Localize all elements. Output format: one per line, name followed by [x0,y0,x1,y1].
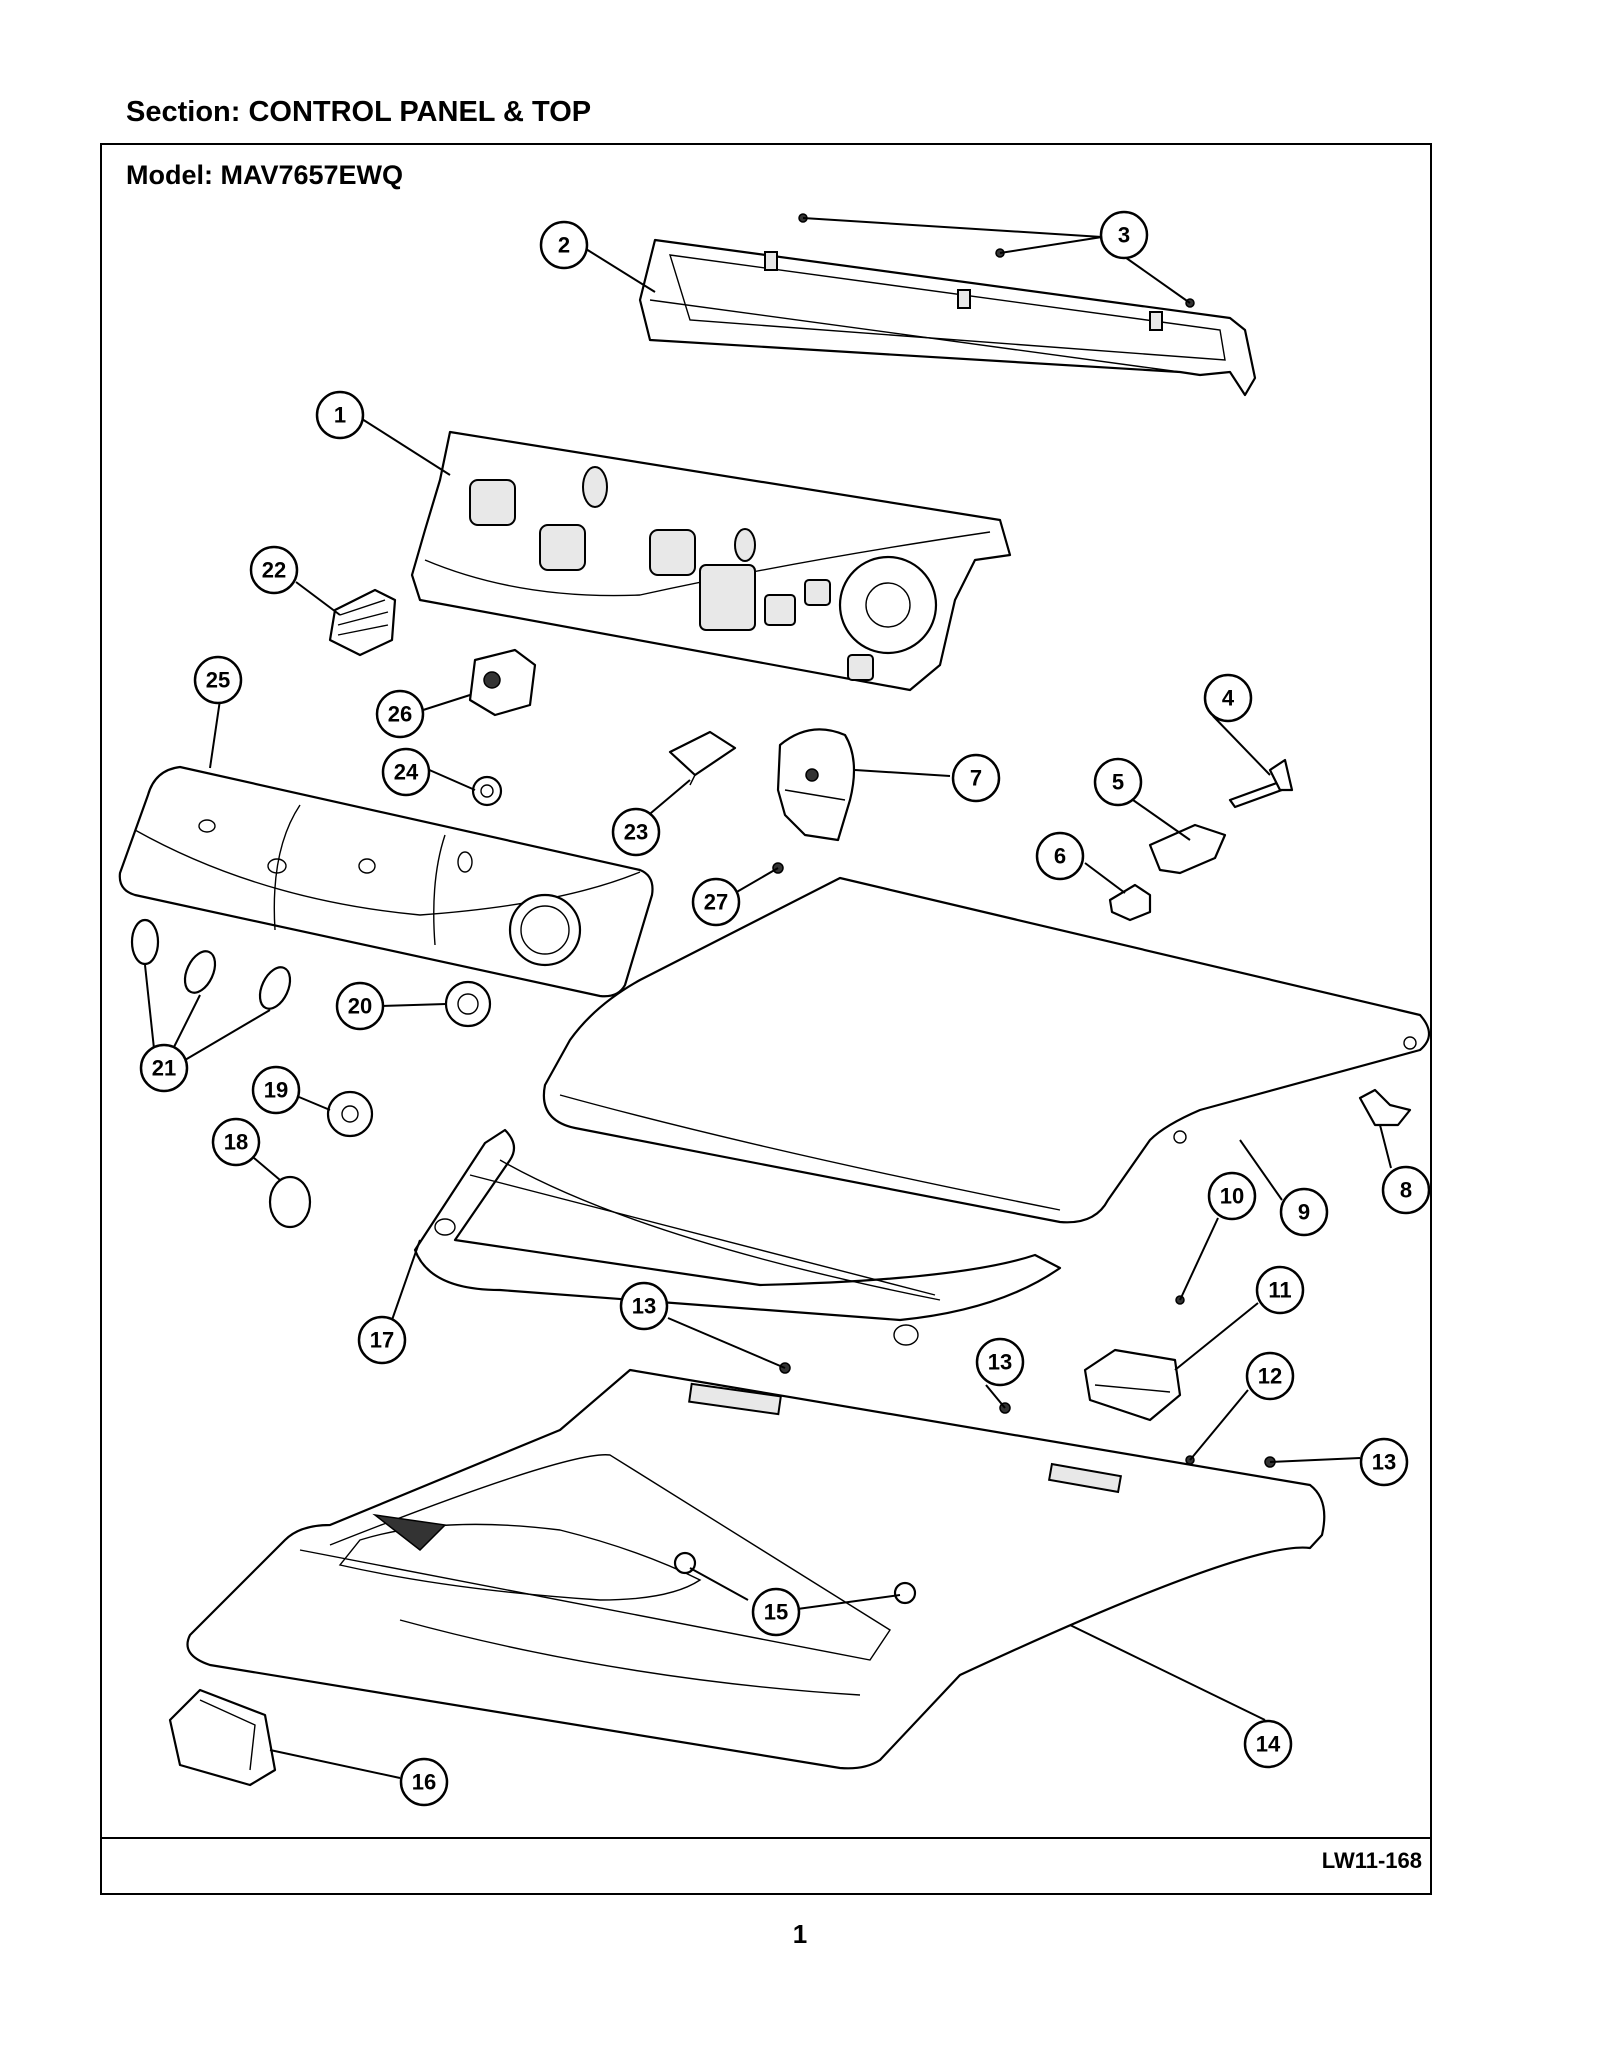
diagram-code: LW11-168 [1321,1848,1422,1873]
diagram-frame [100,143,1432,1895]
callout-14: 14 [1243,1719,1293,1769]
part-21-knobs [130,918,292,1010]
callout-13: 13 [975,1337,1025,1387]
part-26-switch-module [468,648,537,717]
svg-text:1: 1 [334,403,346,428]
callout-1: 1 [315,390,365,440]
callout-5: 5 [1093,757,1143,807]
svg-text:26: 26 [388,702,412,727]
callout-16: 16 [399,1757,449,1807]
svg-text:15: 15 [764,1600,788,1625]
part-6-lid-strike [1108,883,1152,922]
svg-text:20: 20 [348,994,372,1019]
part-14-top-cover [186,1368,1326,1770]
callout-27: 27 [691,877,741,927]
model-title: Model: MAV7657EWQ [126,160,404,190]
callout-3: 3 [1099,210,1149,260]
part-8-lid-hinge [1358,1088,1412,1127]
svg-text:13: 13 [632,1294,656,1319]
svg-text:6: 6 [1054,844,1066,869]
part-22-selector-switch [328,588,397,657]
svg-text:27: 27 [704,890,728,915]
callout-18: 18 [211,1117,261,1167]
part-24-grommet [471,775,503,807]
callout-11: 11 [1255,1265,1305,1315]
callout-8: 8 [1381,1165,1431,1215]
callout-2: 2 [539,220,589,270]
part-18-knob-ring [268,1175,312,1229]
page-number: 1 [792,1919,808,1949]
svg-text:24: 24 [394,760,419,785]
part-7-timer-bracket [776,728,856,842]
callout-12: 12 [1245,1351,1295,1401]
callout-7: 7 [951,753,1001,803]
callout-25: 25 [193,655,243,705]
part-16-dispenser [168,1688,277,1787]
svg-text:9: 9 [1298,1200,1310,1225]
svg-text:12: 12 [1258,1364,1282,1389]
svg-text:14: 14 [1256,1732,1281,1757]
callout-6: 6 [1035,831,1085,881]
svg-text:10: 10 [1220,1184,1244,1209]
svg-text:11: 11 [1268,1278,1291,1303]
svg-text:13: 13 [1372,1450,1396,1475]
part-20-knob-insert [444,980,492,1028]
svg-text:16: 16 [412,1770,436,1795]
callout-13: 13 [619,1281,669,1331]
svg-text:2: 2 [558,233,570,258]
callout-26: 26 [375,689,425,739]
callout-13: 13 [1359,1437,1409,1487]
part-25-panel-overlay [118,765,654,998]
svg-text:5: 5 [1112,770,1124,795]
svg-text:7: 7 [970,766,982,791]
svg-text:18: 18 [224,1130,248,1155]
callout-22: 22 [249,545,299,595]
callout-20: 20 [335,981,385,1031]
svg-text:4: 4 [1222,686,1235,711]
callout-24: 24 [381,747,431,797]
section-title: Section: CONTROL PANEL & TOP [126,96,592,128]
svg-text:25: 25 [206,668,230,693]
svg-text:8: 8 [1400,1178,1412,1203]
callout-23: 23 [611,807,661,857]
svg-text:19: 19 [264,1078,288,1103]
callout-15: 15 [751,1587,801,1637]
callout-4: 4 [1203,673,1253,723]
svg-text:13: 13 [988,1350,1012,1375]
part-2-console-housing [638,238,1257,397]
svg-text:3: 3 [1118,223,1130,248]
part-5-lid-lock-bracket [1148,823,1227,875]
callout-17: 17 [357,1315,407,1365]
callout-19: 19 [251,1065,301,1115]
part-11-lid-lock [1083,1348,1182,1422]
part-23-control-board [668,730,737,786]
callout-21: 21 [139,1043,189,1093]
callout-10: 10 [1207,1171,1257,1221]
part-1-console-panel [410,430,1012,692]
frame-divider [102,1837,1430,1839]
part-19-encoder-knob [326,1090,374,1138]
callout-9: 9 [1279,1187,1329,1237]
svg-text:17: 17 [370,1328,394,1353]
part-9-lid [542,876,1431,1224]
part-4-lid-switch-actuator [1228,758,1294,809]
svg-text:23: 23 [624,820,648,845]
svg-text:21: 21 [152,1056,176,1081]
part-17-top-bezel [413,1128,1062,1346]
svg-text:22: 22 [262,558,286,583]
